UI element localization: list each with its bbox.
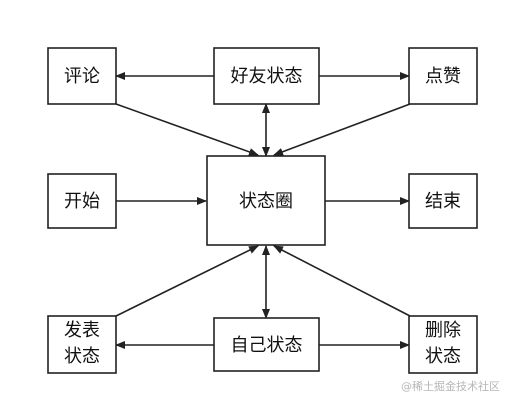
node-my-status-label: 自己状态 [231, 335, 303, 356]
node-like-label: 点赞 [425, 66, 461, 87]
node-start: 开始 [47, 173, 117, 229]
node-delete-status: 删除 状态 [408, 315, 478, 374]
node-friend-status-label: 好友状态 [231, 66, 303, 87]
node-delete-status-line1: 删除 [425, 320, 461, 341]
node-delete-status-box [408, 315, 478, 374]
node-like-box [408, 47, 478, 105]
edge-comment-to-status-circle [115, 103, 259, 156]
node-post-status-line2: 状态 [64, 346, 100, 367]
node-end-label: 结束 [425, 191, 461, 212]
node-like: 点赞 [408, 47, 478, 105]
node-comment-label: 评论 [64, 66, 100, 87]
node-post-status-line1: 发表 [64, 320, 100, 341]
edge-like-to-status-circle [273, 103, 411, 156]
node-delete-status-line2: 状态 [425, 346, 461, 367]
node-post-status-box [47, 315, 117, 374]
node-status-circle-label: 状态圈 [239, 191, 293, 212]
node-status-circle: 状态圈 [206, 155, 326, 246]
node-status-circle-box [206, 155, 326, 246]
node-end: 结束 [408, 173, 478, 229]
node-friend-status: 好友状态 [213, 47, 320, 105]
watermark-text: @稀土掘金技术社区 [401, 379, 500, 393]
node-start-label: 开始 [64, 191, 100, 212]
node-my-status-box [213, 317, 320, 372]
node-comment: 评论 [47, 47, 117, 105]
edge-post-to-status-circle [115, 245, 259, 317]
node-my-status: 自己状态 [213, 317, 320, 372]
edge-delete-to-status-circle [273, 245, 411, 317]
edges [115, 72, 411, 349]
node-start-box [47, 173, 117, 229]
node-comment-box [47, 47, 117, 105]
node-friend-status-box [213, 47, 320, 105]
node-post-status: 发表 状态 [47, 315, 117, 374]
node-end-box [408, 173, 478, 229]
